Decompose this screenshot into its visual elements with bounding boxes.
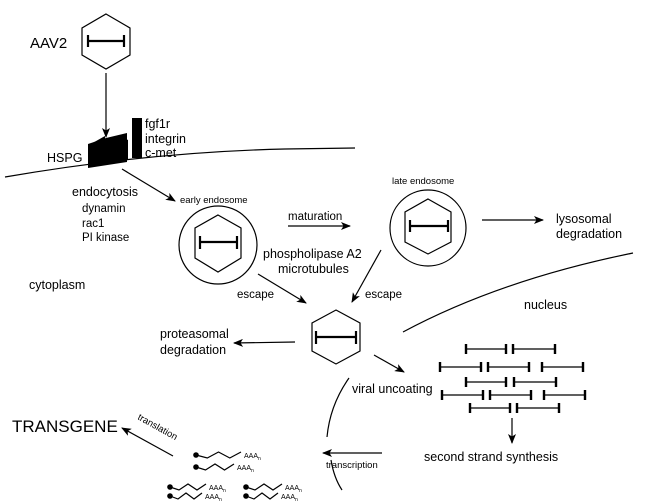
phospholipase-label: phospholipase A2 [263,247,362,261]
viral-genome-icon [515,403,561,413]
late-endosome-icon [389,189,467,267]
mrna-icon: AAAn [193,463,254,474]
transgene-label: TRANSGENE [12,417,118,436]
endocytosis-arrow [121,168,176,202]
escape-late-label: escape [365,289,402,301]
coreceptor-c-met: c-met [145,146,177,160]
polya-tail-label: AAAn [281,494,298,501]
cytoplasm-label: cytoplasm [29,278,85,292]
viral-genome-icon [511,344,557,354]
viral-uncoating-label: viral uncoating [352,382,433,396]
plasma-membrane [4,147,356,178]
microtubules-label: microtubules [278,262,349,276]
coreceptor-integrin: integrin [145,132,186,146]
viral-genome-icon [468,403,512,413]
nuclear-envelope-left [326,377,350,438]
proteasome-arrow [233,338,296,347]
lysosomal-label: lysosomal [556,212,612,226]
late-endosome-label: late endosome [392,176,454,187]
nuclear-envelope-lower [330,459,343,491]
lysosomal-degradation-label: degradation [556,227,622,241]
mrna-icon: AAAn [193,451,261,462]
coreceptor-fgf1r: fgf1r [145,117,170,131]
hspg-label: HSPG [47,151,82,165]
viral-genome-icon [488,390,533,400]
mrna-icon: AAAn [167,483,226,494]
mrna-icon: AAAn [243,483,302,494]
viral-genome-icon [540,362,585,372]
mrna-icon: AAAn [167,492,222,501]
viral-genome-icon [438,362,483,372]
transcription-label: transcription [326,460,378,471]
viral-genome-icon [464,344,508,354]
viral-genome-icon [486,362,531,372]
coreceptor-icon [132,118,142,158]
nuclear-envelope-upper [402,252,634,333]
viral-genomes-group [438,344,587,413]
maturation-label: maturation [288,211,342,223]
translation-label: translation [136,412,180,443]
factor-pi-kinase: PI kinase [82,232,129,244]
mrna-icon: AAAn [243,492,298,501]
viral-genome-icon [440,390,485,400]
early-endosome-icon [178,205,258,285]
aav2-capsid-icon [81,13,131,70]
escape-early-label: escape [237,289,274,301]
translation-arrow [121,427,174,457]
escape-early-arrow [257,273,307,304]
viral-genome-icon [464,377,508,387]
proteasomal-label: proteasomal [160,327,229,341]
factor-rac1: rac1 [82,218,104,230]
polya-tail-label: AAAn [209,485,226,494]
polya-tail-label: AAAn [237,465,254,474]
early-endosome-label: early endosome [180,195,248,206]
polya-tail-label: AAAn [285,485,302,494]
nucleus-label: nucleus [524,298,567,312]
proteasomal-degradation-label: degradation [160,343,226,357]
second-strand-label: second strand synthesis [424,450,558,464]
polya-tail-label: AAAn [205,494,222,501]
uncoating-arrow [373,354,405,373]
endocytosis-label: endocytosis [72,185,138,199]
factor-dynamin: dynamin [82,203,125,215]
cytoplasmic-capsid-icon [311,309,361,365]
viral-genome-icon [542,390,587,400]
aav2-label: AAV2 [30,35,67,52]
escape-late-arrow [351,249,382,303]
polya-tail-label: AAAn [244,453,261,462]
hspg-receptor-body [88,133,127,168]
viral-genome-icon [512,377,558,387]
